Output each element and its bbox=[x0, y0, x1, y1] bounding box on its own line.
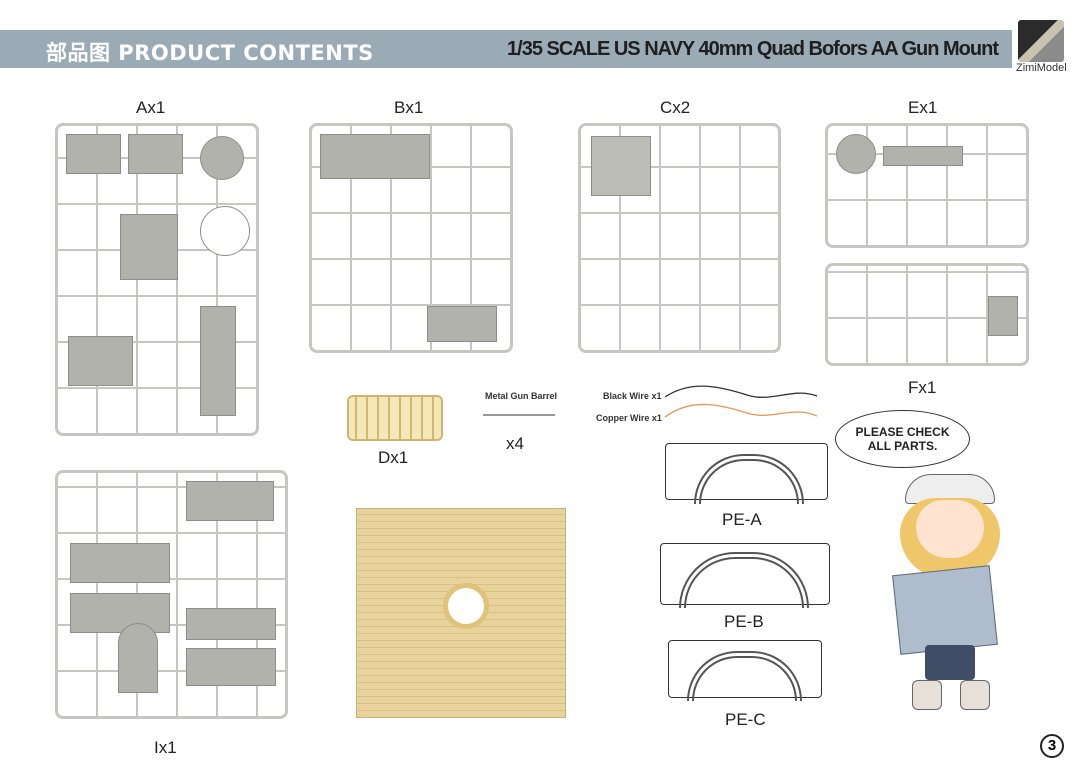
pe-a-fret bbox=[665, 443, 828, 504]
pe-a-label: PE-A bbox=[722, 510, 762, 529]
sprue-c-label: Cx2 bbox=[660, 98, 691, 117]
mascot-boot-left bbox=[912, 680, 942, 710]
copper-wire-label: Copper Wire x1 bbox=[596, 413, 662, 423]
sprue-b bbox=[309, 123, 513, 353]
sprue-i bbox=[55, 470, 288, 719]
section-title: 部品图 PRODUCT CONTENTS bbox=[46, 41, 374, 65]
page-number: 3 bbox=[1040, 734, 1064, 758]
mascot-face bbox=[916, 500, 984, 558]
wires bbox=[664, 385, 818, 418]
barrel-qty: x4 bbox=[506, 434, 524, 453]
mascot-map bbox=[892, 565, 998, 655]
sprue-f bbox=[825, 263, 1029, 366]
pe-b-label: PE-B bbox=[724, 612, 764, 631]
sprue-c bbox=[578, 123, 781, 353]
sprue-e bbox=[825, 123, 1029, 248]
sprue-a bbox=[55, 123, 259, 436]
barrel-label: Metal Gun Barrel bbox=[485, 391, 558, 401]
product-title: 1/35 SCALE US NAVY 40mm Quad Bofors AA G… bbox=[507, 38, 999, 60]
mascot-boot-right bbox=[960, 680, 990, 710]
sprue-d bbox=[347, 395, 443, 441]
brand-logo: ZimiModel bbox=[1016, 20, 1068, 76]
sprue-b-label: Bx1 bbox=[394, 98, 424, 117]
sprue-e-label: Ex1 bbox=[908, 98, 938, 117]
mascot-shorts bbox=[925, 645, 975, 680]
black-wire-label: Black Wire x1 bbox=[603, 391, 662, 401]
sprue-i-label: Ix1 bbox=[154, 738, 177, 757]
sprue-d-label: Dx1 bbox=[378, 448, 409, 467]
pe-c-fret bbox=[668, 640, 822, 701]
sprue-f-label: Fx1 bbox=[908, 378, 937, 397]
pe-b-fret bbox=[660, 543, 830, 608]
pe-c-label: PE-C bbox=[725, 710, 766, 729]
deck-center-hole bbox=[443, 583, 489, 629]
sprue-a-label: Ax1 bbox=[136, 98, 166, 117]
header-band: 部品图 PRODUCT CONTENTS 1/35 SCALE US NAVY … bbox=[0, 30, 1012, 68]
metal-barrel bbox=[483, 414, 555, 416]
